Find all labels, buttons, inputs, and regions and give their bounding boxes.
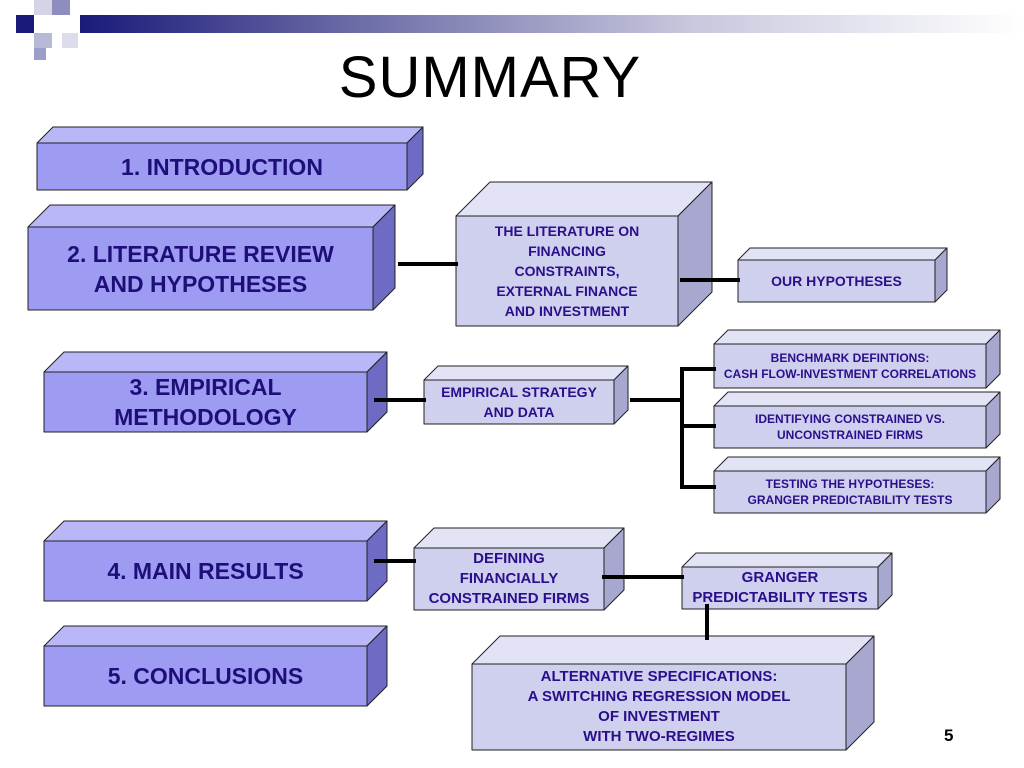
box-empirical-methodology-front bbox=[43, 371, 368, 433]
box-conclusions-front bbox=[43, 645, 368, 707]
connectors bbox=[374, 262, 740, 640]
decor-square bbox=[52, 0, 70, 15]
box-hypotheses-top bbox=[737, 247, 948, 261]
box-benchmark-top bbox=[713, 329, 1001, 345]
box-defining bbox=[413, 527, 625, 611]
box-hypotheses bbox=[737, 247, 948, 303]
box-literature-review bbox=[27, 204, 396, 311]
section-literature-review: 2. LITERATURE REVIEW AND HYPOTHESES bbox=[67, 240, 334, 297]
box-alternative bbox=[471, 635, 875, 751]
box-literature-top bbox=[455, 181, 713, 217]
subtopic-literature: THE LITERATURE ON FINANCING CONSTRAINTS,… bbox=[494, 223, 640, 319]
subtopic-hypotheses: OUR HYPOTHESES bbox=[771, 273, 902, 289]
decor-square bbox=[34, 0, 52, 15]
box-benchmark-front bbox=[713, 343, 987, 389]
section-empirical-methodology: 3. EMPIRICAL METHODOLOGY bbox=[114, 374, 297, 430]
box-literature bbox=[455, 181, 713, 327]
decor-square bbox=[16, 15, 34, 33]
box-granger-top bbox=[681, 552, 893, 568]
subtopic-testing: TESTING THE HYPOTHESES: GRANGER PREDICTA… bbox=[747, 477, 953, 507]
section-introduction: 1. INTRODUCTION bbox=[121, 153, 323, 180]
box-identifying-top bbox=[713, 391, 1001, 407]
decor-square bbox=[62, 33, 78, 48]
box-literature-review-front bbox=[27, 226, 374, 311]
box-empirical-strategy-top bbox=[423, 365, 629, 381]
box-granger bbox=[681, 552, 893, 610]
subtopic-defining: DEFINING FINANCIALLY CONSTRAINED FIRMS bbox=[428, 550, 590, 607]
section-main-results: 4. MAIN RESULTS bbox=[107, 558, 304, 584]
page-number: 5 bbox=[944, 726, 954, 745]
box-defining-front bbox=[413, 547, 605, 611]
subtopic-granger: GRANGER PREDICTABILITY TESTS bbox=[692, 569, 868, 606]
box-conclusions bbox=[43, 625, 388, 707]
box-introduction bbox=[36, 126, 424, 191]
box-defining-top bbox=[413, 527, 625, 549]
subtopic-empirical-strategy: EMPIRICAL STRATEGY AND DATA bbox=[441, 384, 597, 420]
box-hypotheses-front bbox=[737, 259, 936, 303]
box-testing-top bbox=[713, 456, 1001, 472]
box-testing bbox=[713, 456, 1001, 514]
box-conclusions-top bbox=[43, 625, 388, 647]
box-introduction-front bbox=[36, 142, 408, 191]
box-empirical-methodology bbox=[43, 351, 388, 433]
subtopic-identifying: IDENTIFYING CONSTRAINED VS. UNCONSTRAINE… bbox=[754, 412, 945, 442]
box-benchmark bbox=[713, 329, 1001, 389]
box-testing-front bbox=[713, 470, 987, 514]
box-empirical-strategy-front bbox=[423, 379, 615, 425]
box-literature-review-top bbox=[27, 204, 396, 228]
box-identifying bbox=[713, 391, 1001, 449]
header-gradient-band bbox=[80, 15, 1024, 33]
slide-title: SUMMARY bbox=[338, 45, 642, 110]
box-main-results bbox=[43, 520, 388, 602]
box-alternative-front bbox=[471, 663, 847, 751]
subtopic-alternative: ALTERNATIVE SPECIFICATIONS: A SWITCHING … bbox=[527, 668, 791, 745]
box-empirical-methodology-top bbox=[43, 351, 388, 373]
subtopic-benchmark: BENCHMARK DEFINTIONS: CASH FLOW-INVESTME… bbox=[723, 351, 977, 381]
box-granger-front bbox=[681, 566, 879, 610]
box-empirical-strategy bbox=[423, 365, 629, 425]
decor-square bbox=[34, 48, 46, 60]
box-main-results-front bbox=[43, 540, 368, 602]
box-alternative-top bbox=[471, 635, 875, 665]
box-introduction-top bbox=[36, 126, 424, 144]
decor-square bbox=[34, 33, 52, 48]
box-identifying-front bbox=[713, 405, 987, 449]
box-main-results-top bbox=[43, 520, 388, 542]
section-conclusions: 5. CONCLUSIONS bbox=[107, 663, 304, 689]
box-literature-front bbox=[455, 215, 679, 327]
